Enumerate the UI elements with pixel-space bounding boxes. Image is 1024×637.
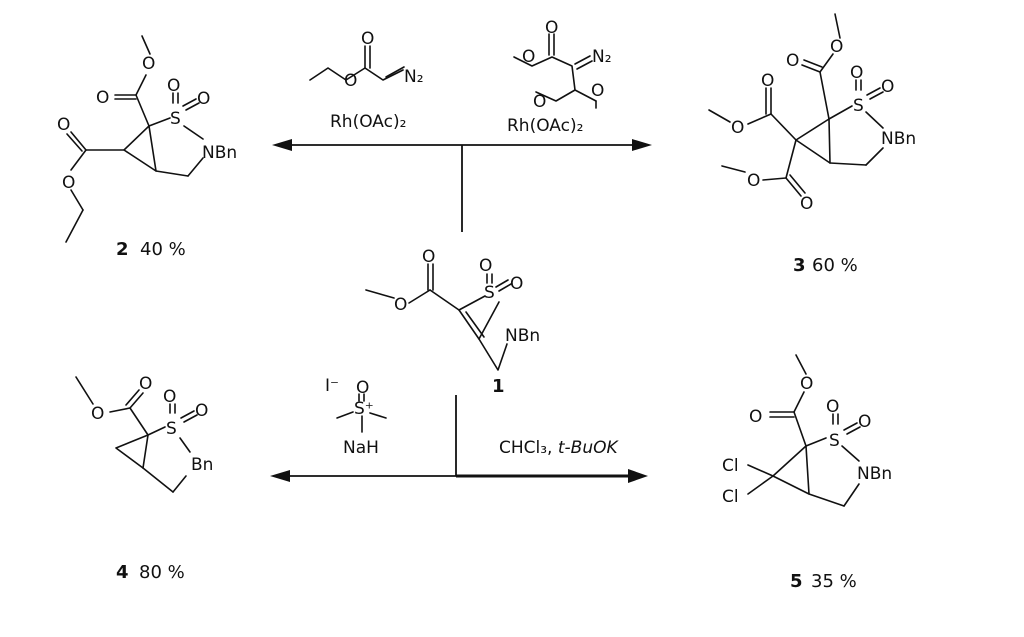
atom-O: O xyxy=(344,71,357,91)
arrowhead-to-2 xyxy=(272,139,292,151)
atom-O: O xyxy=(195,401,208,421)
atom-O: O xyxy=(394,295,407,315)
atom-O: O xyxy=(361,29,374,49)
atom-O: O xyxy=(479,256,492,276)
atom-O: O xyxy=(747,171,760,191)
atom-O: O xyxy=(522,47,535,67)
atom-O: O xyxy=(197,89,210,109)
compound-3-yield: 60 % xyxy=(812,255,858,276)
compound-2-structure: S O O NBn O O O O xyxy=(57,35,237,243)
atom-Bn: Bn xyxy=(191,455,213,475)
atom-O: O xyxy=(62,173,75,193)
atom-S: S xyxy=(853,96,864,116)
atom-O: O xyxy=(591,81,604,101)
compound-3-number: 3 xyxy=(793,255,806,276)
atom-O: O xyxy=(731,118,744,138)
atom-O: O xyxy=(761,71,774,91)
atom-S: S xyxy=(829,431,840,451)
atom-S: S xyxy=(484,283,495,303)
atom-O: O xyxy=(545,18,558,38)
reagent-dimethyl-diazomalonate: O O N₂ O O xyxy=(513,18,612,112)
atom-O: O xyxy=(786,51,799,71)
atom-S-plus: S⁺ xyxy=(354,399,374,419)
reagent-trimethylsulfoxonium-iodide: I⁻ O S⁺ xyxy=(325,376,387,433)
condition-nah: NaH xyxy=(343,438,379,458)
atom-iodide: I⁻ xyxy=(325,376,339,396)
arrowhead-to-4 xyxy=(270,470,290,482)
atom-O: O xyxy=(91,404,104,424)
atom-NBn: NBn xyxy=(202,143,237,163)
compound-5-structure: S O O NBn O O Cl Cl xyxy=(722,354,892,507)
arrowhead-to-5 xyxy=(628,469,648,483)
atom-O: O xyxy=(422,247,435,267)
atom-O: O xyxy=(163,387,176,407)
atom-O: O xyxy=(510,274,523,294)
compound-5-number: 5 xyxy=(790,571,803,592)
atom-O: O xyxy=(881,77,894,97)
atom-S: S xyxy=(170,109,181,129)
atom-O: O xyxy=(57,115,70,135)
atom-O: O xyxy=(826,397,839,417)
compound-4-yield: 80 % xyxy=(139,562,185,583)
atom-O: O xyxy=(749,407,762,427)
atom-NBn: NBn xyxy=(505,326,540,346)
atom-O: O xyxy=(142,54,155,74)
reagent-ethyl-diazoacetate: O O N₂ xyxy=(309,29,424,91)
atom-O: O xyxy=(356,378,369,398)
atom-O: O xyxy=(96,88,109,108)
atom-O: O xyxy=(800,374,813,394)
compound-5-yield: 35 % xyxy=(811,571,857,592)
compound-4-number: 4 xyxy=(116,562,129,583)
atom-O: O xyxy=(858,412,871,432)
atom-O: O xyxy=(167,76,180,96)
atom-O: O xyxy=(800,194,813,214)
atom-S: S xyxy=(166,419,177,439)
atom-NBn: NBn xyxy=(857,464,892,484)
atom-O: O xyxy=(830,37,843,57)
atom-O: O xyxy=(533,92,546,112)
atom-O: O xyxy=(139,374,152,394)
compound-1-number: 1 xyxy=(492,376,505,397)
compound-2-yield: 40 % xyxy=(140,239,186,260)
atom-N2: N₂ xyxy=(592,47,612,67)
condition-rh-catalyst-left: Rh(OAc)₂ xyxy=(330,112,406,132)
condition-rh-catalyst-right: Rh(OAc)₂ xyxy=(507,116,583,136)
atom-Cl: Cl xyxy=(722,456,739,476)
compound-2-number: 2 xyxy=(116,239,129,260)
atom-NBn: NBn xyxy=(881,129,916,149)
atom-Cl: Cl xyxy=(722,487,739,507)
atom-N2: N₂ xyxy=(404,67,424,87)
condition-chcl3-tbuok: CHCl₃, t-BuOK xyxy=(499,438,619,458)
atom-O: O xyxy=(850,63,863,83)
compound-1-structure: S O O O O NBn xyxy=(365,247,540,371)
compound-4-structure: S O O Bn O O xyxy=(75,374,213,493)
reaction-arrows xyxy=(270,139,652,483)
arrowhead-to-3 xyxy=(632,139,652,151)
compound-3-structure: S O O NBn O O O O O O xyxy=(708,13,916,214)
